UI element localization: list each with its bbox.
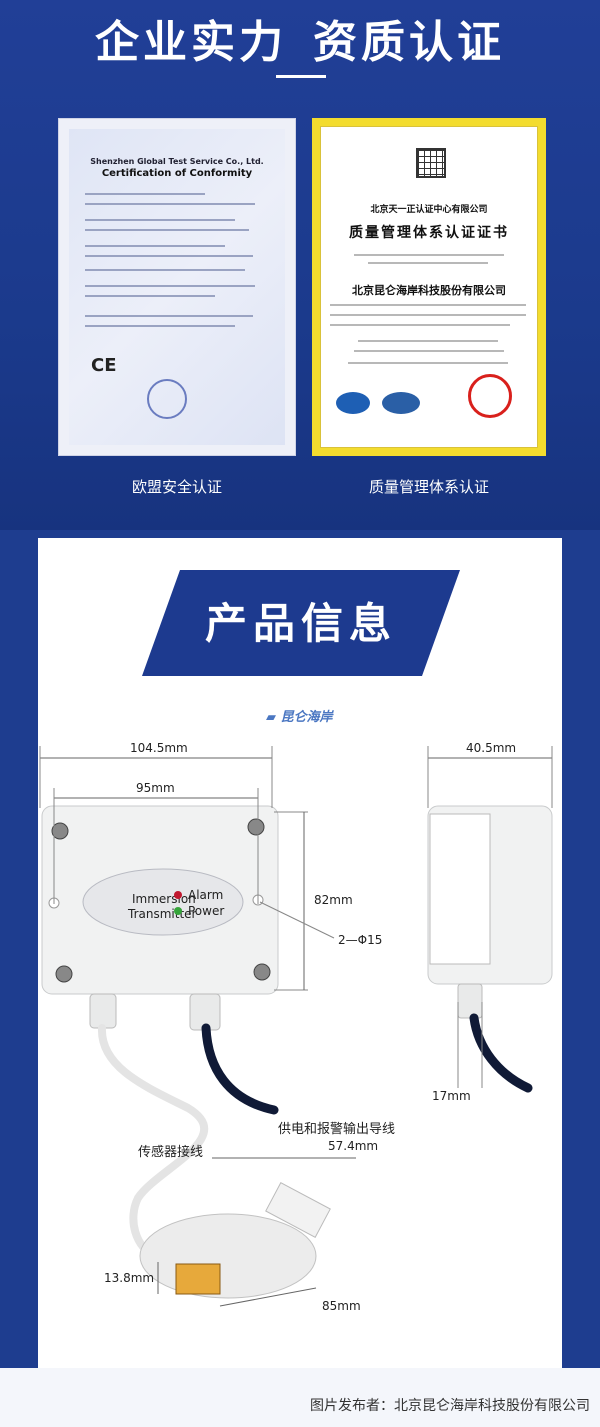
issuer-logo-icon — [416, 148, 446, 178]
device-label-panel — [82, 868, 244, 936]
leader-line — [259, 901, 335, 939]
power-label: Power — [188, 904, 224, 918]
ce-text-line — [85, 193, 205, 195]
ce-text-line — [85, 255, 253, 257]
qms-text-line — [330, 304, 526, 306]
qms-text-line — [358, 340, 498, 342]
product-banner: 产品信息 — [142, 570, 460, 676]
ce-issuer: Shenzhen Global Test Service Co., Ltd. — [90, 157, 264, 166]
caption-qms: 质量管理体系认证 — [368, 478, 489, 496]
ce-text-line — [85, 315, 253, 317]
brand-logo: ▰ 昆仑海岸 — [266, 710, 333, 725]
dim-sensor-diameter: 85mm — [322, 1299, 361, 1313]
side-label-sticker — [429, 813, 491, 965]
qms-issuer: 北京天一正认证中心有限公司 — [370, 205, 488, 215]
qms-text-line — [368, 262, 488, 264]
qms-text-line — [330, 324, 510, 326]
publisher-credit: 图片发布者：北京昆仑海岸科技股份有限公司 — [310, 1398, 590, 1414]
ce-text-line — [85, 219, 235, 221]
ce-seal-stamp — [147, 379, 187, 419]
product-section: 产品信息 ▰ 昆仑海岸 Immersion Transmitter Alarm … — [38, 538, 562, 1368]
screw-icon — [51, 822, 69, 840]
title-left: 企业实力 — [95, 17, 287, 68]
power-cable-label: 供电和报警输出导线 — [278, 1122, 396, 1137]
dim-line-sensor-diameter — [219, 1287, 317, 1307]
ce-text-line — [85, 229, 249, 231]
screw-icon — [247, 818, 265, 836]
red-seal-stamp — [468, 374, 512, 418]
sensor-cable — [97, 1024, 209, 1262]
ce-certificate-image: Shenzhen Global Test Service Co., Ltd. C… — [58, 118, 296, 456]
dim-gland: 17mm — [432, 1089, 471, 1103]
section-title: 企业实力资质认证 — [0, 6, 600, 70]
dim-sensor-width: 57.4mm — [328, 1139, 378, 1153]
certification-section: 企业实力资质认证 Shenzhen Global Test Service Co… — [0, 0, 600, 530]
ce-text-line — [85, 295, 215, 297]
ce-text-line — [85, 245, 225, 247]
qms-text-line — [348, 362, 508, 364]
sensor-connector — [175, 1263, 221, 1295]
title-underline — [276, 75, 326, 78]
qms-text-line — [354, 350, 504, 352]
product-dimension-drawing: Immersion Transmitter Alarm Power 104.5m… — [38, 728, 562, 1328]
title-right: 资质认证 — [313, 17, 505, 68]
iaf-logo-icon — [336, 392, 370, 414]
dim-width-outer: 104.5mm — [130, 741, 188, 755]
qms-certificate-image: 北京天一正认证中心有限公司 质量管理体系认证证书 北京昆仑海岸科技股份有限公司 — [312, 118, 546, 456]
qms-text-line — [330, 314, 526, 316]
sensor-cable-label: 传感器接线 — [138, 1145, 204, 1160]
alarm-led-icon — [174, 891, 182, 899]
power-cable — [201, 1023, 279, 1115]
device-label-line2: Transmitter — [127, 907, 197, 921]
sensor-cable-block — [265, 1182, 331, 1238]
banner-shape — [142, 570, 460, 676]
ce-text-line — [85, 325, 235, 327]
dim-width-holes: 95mm — [136, 781, 175, 795]
banner-title: 产品信息 — [204, 599, 397, 648]
caption-ce: 欧盟安全认证 — [131, 478, 222, 496]
device-label-line1: Immersion — [132, 892, 196, 906]
cable-gland-left — [89, 993, 117, 1029]
dim-depth: 40.5mm — [466, 741, 516, 755]
ce-text-line — [85, 285, 255, 287]
alarm-label: Alarm — [188, 888, 223, 902]
qms-company: 北京昆仑海岸科技股份有限公司 — [352, 284, 506, 297]
screw-icon — [253, 963, 271, 981]
qms-text-line — [354, 254, 504, 256]
footer: 图片发布者：北京昆仑海岸科技股份有限公司 — [0, 1368, 600, 1427]
screw-icon — [55, 965, 73, 983]
sensor-body — [139, 1213, 317, 1299]
dimension-svg: Immersion Transmitter Alarm Power 104.5m… — [39, 741, 553, 1313]
dim-height: 82mm — [314, 893, 353, 907]
brand-name: 昆仑海岸 — [280, 710, 333, 725]
qms-title: 质量管理体系认证证书 — [349, 225, 509, 241]
ce-text-line — [85, 203, 255, 205]
ce-mark-logo: CE — [91, 355, 117, 376]
power-led-icon — [174, 907, 182, 915]
dim-sensor-height: 13.8mm — [104, 1271, 154, 1285]
ce-title: Certification of Conformity — [101, 168, 253, 179]
side-cable-gland — [457, 983, 483, 1019]
cnas-logo-icon — [382, 392, 420, 414]
ce-text-line — [85, 269, 245, 271]
dim-holes: 2—Φ15 — [338, 933, 382, 947]
side-power-cable — [469, 1013, 533, 1093]
